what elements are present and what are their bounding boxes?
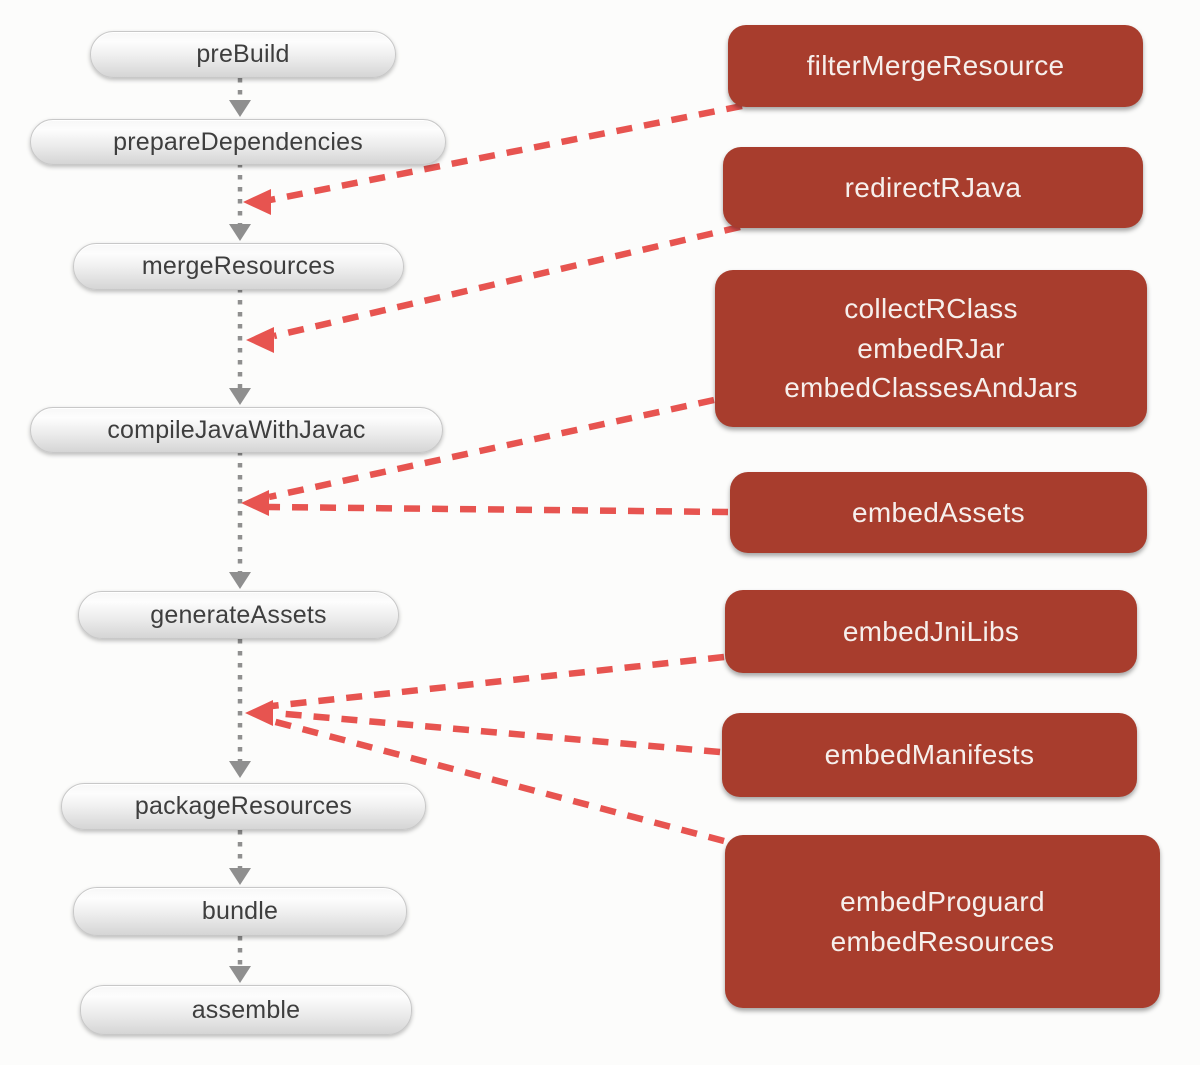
task-line-collectRClass [268, 396, 715, 501]
task-line-embedProguard [271, 717, 725, 845]
flow-arrowhead-4 [229, 572, 251, 589]
task-box-collectRClass: collectRClass embedRJar embedClassesAndJ… [715, 270, 1147, 427]
flow-arrowhead-5 [229, 761, 251, 778]
pipeline-node-bundle: bundle [73, 887, 407, 936]
task-box-filterMergeResource: filterMergeResource [728, 25, 1143, 107]
flow-arrowhead-3 [229, 388, 251, 405]
task-line-redirectRJava [273, 223, 741, 340]
pipeline-node-generateAssets: generateAssets [78, 591, 399, 639]
pipeline-node-compileJavaWithJavac: compileJavaWithJavac [30, 407, 443, 453]
task-box-embedJniLibs: embedJniLibs [725, 590, 1137, 673]
task-arrowhead-2 [246, 327, 274, 353]
task-box-redirectRJava: redirectRJava [723, 147, 1143, 228]
task-box-embedProguard: embedProguard embedResources [725, 835, 1160, 1008]
task-arrowhead-4 [245, 700, 273, 726]
pipeline-node-packageResources: packageResources [61, 783, 426, 830]
task-arrowhead-1 [243, 189, 271, 215]
flow-arrowhead-6 [229, 868, 251, 885]
task-line-embedAssets [268, 503, 729, 516]
pipeline-node-mergeResources: mergeResources [73, 243, 404, 290]
flow-arrowhead-2 [229, 224, 251, 241]
task-line-embedJniLibs [271, 653, 725, 710]
task-line-filterMergeResource [269, 102, 743, 204]
task-box-embedManifests: embedManifests [722, 713, 1137, 797]
flow-arrowhead-7 [229, 966, 251, 983]
task-box-embedAssets: embedAssets [730, 472, 1147, 553]
task-line-embedManifests [273, 709, 721, 756]
pipeline-node-preBuild: preBuild [90, 31, 396, 78]
pipeline-node-prepareDependencies: prepareDependencies [30, 119, 446, 165]
flow-arrowhead-1 [229, 100, 251, 117]
pipeline-node-assemble: assemble [80, 985, 412, 1035]
task-arrowhead-3 [241, 490, 269, 516]
